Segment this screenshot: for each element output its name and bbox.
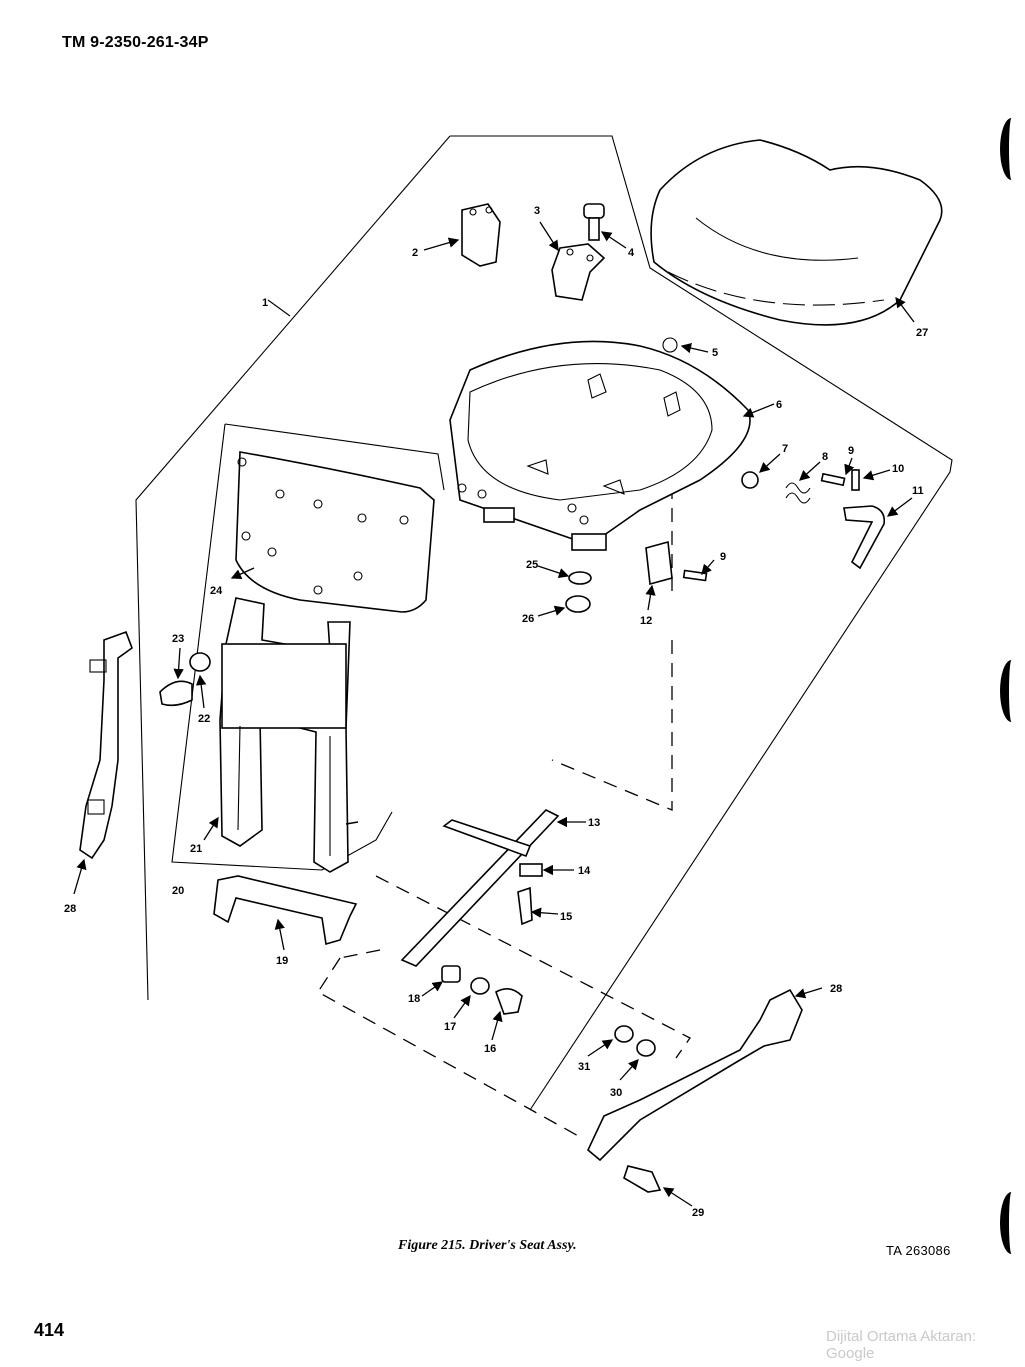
callout-arrows bbox=[73, 221, 915, 1207]
part-washer-25 bbox=[568, 571, 592, 585]
callout-7: 7 bbox=[782, 443, 788, 455]
callout-20: 20 bbox=[172, 885, 184, 897]
part-washer-17 bbox=[470, 977, 490, 995]
part-bracket-12 bbox=[645, 540, 673, 586]
callout-21: 21 bbox=[190, 843, 202, 855]
part-block-14 bbox=[519, 863, 543, 877]
part-seat-belt-28-left bbox=[79, 630, 133, 860]
callout-10: 10 bbox=[892, 463, 904, 475]
assembly-boundary-20 bbox=[224, 423, 445, 491]
part-nut-31 bbox=[614, 1025, 634, 1043]
part-back-frame-21 bbox=[219, 597, 359, 873]
part-pin-9-lower bbox=[682, 569, 708, 582]
callout-17: 17 bbox=[444, 1021, 456, 1033]
part-seat-cushion-27 bbox=[650, 139, 943, 326]
callout-1: 1 bbox=[262, 297, 268, 309]
binder-hole-mark-bottom bbox=[1000, 1192, 1023, 1254]
figure-caption: Figure 215. Driver's Seat Assy. bbox=[398, 1238, 577, 1253]
callout-13: 13 bbox=[588, 817, 600, 829]
part-washer-22 bbox=[189, 652, 211, 672]
callout-15: 15 bbox=[560, 911, 572, 923]
part-nut-26 bbox=[565, 595, 591, 613]
callout-26: 26 bbox=[522, 613, 534, 625]
callout-14: 14 bbox=[578, 865, 591, 877]
assembly-boundary-1 bbox=[450, 135, 953, 1111]
callout-24: 24 bbox=[210, 585, 223, 597]
callout-11: 11 bbox=[912, 485, 924, 497]
part-bolt-15 bbox=[517, 886, 533, 926]
callout-27: 27 bbox=[916, 327, 928, 339]
part-pin-10 bbox=[851, 469, 860, 491]
part-seat-belt-28-right bbox=[587, 988, 803, 1162]
callout-16: 16 bbox=[484, 1043, 496, 1055]
callout-18: 18 bbox=[408, 993, 420, 1005]
callout-9-upper: 9 bbox=[848, 445, 854, 457]
callout-4: 4 bbox=[628, 247, 635, 259]
page-number: 414 bbox=[34, 1320, 65, 1340]
part-knob-23 bbox=[159, 680, 193, 707]
callout-30: 30 bbox=[610, 1087, 622, 1099]
callout-12: 12 bbox=[640, 615, 652, 627]
callout-labels: 1 2 3 4 5 6 7 8 9 10 11 9 12 13 14 15 16… bbox=[64, 205, 928, 1219]
callout-6: 6 bbox=[776, 399, 782, 411]
callout-31: 31 bbox=[578, 1061, 590, 1073]
part-washer-30 bbox=[636, 1039, 656, 1057]
ta-number: TA 263086 bbox=[886, 1243, 951, 1258]
callout-9-lower: 9 bbox=[720, 551, 726, 563]
callout-23: 23 bbox=[172, 633, 184, 645]
digitization-watermark: Dijital Ortama Aktaran: Google bbox=[826, 1328, 977, 1362]
callout-28-left: 28 bbox=[64, 903, 76, 915]
callout-19: 19 bbox=[276, 955, 288, 967]
part-washer-7 bbox=[741, 471, 759, 489]
callout-28-right: 28 bbox=[830, 983, 842, 995]
callout-3: 3 bbox=[534, 205, 540, 217]
assembly-boundary-1-left bbox=[135, 135, 451, 1001]
callout-29: 29 bbox=[692, 1207, 704, 1219]
part-slide-rail-13 bbox=[400, 809, 560, 967]
binder-hole-mark-middle bbox=[1000, 660, 1023, 722]
callout-5: 5 bbox=[712, 347, 718, 359]
callout-22: 22 bbox=[198, 713, 210, 725]
part-back-cushion-24 bbox=[235, 451, 435, 613]
part-handle-11 bbox=[843, 505, 886, 570]
part-bracket-3 bbox=[551, 243, 606, 301]
part-pin-9-upper bbox=[820, 472, 846, 487]
part-bolt-29 bbox=[623, 1165, 662, 1193]
part-bolt-4 bbox=[583, 203, 605, 241]
part-bracket-2 bbox=[461, 203, 501, 267]
callout-2: 2 bbox=[412, 247, 418, 259]
document-id: TM 9-2350-261-34P bbox=[62, 34, 209, 51]
part-spacer-18 bbox=[441, 965, 461, 983]
part-seat-pan-6 bbox=[449, 337, 751, 551]
callout-25: 25 bbox=[526, 559, 538, 571]
binder-hole-mark-top bbox=[1000, 118, 1023, 180]
part-bolt-16 bbox=[495, 988, 523, 1015]
part-rail-19 bbox=[213, 875, 358, 946]
part-spring-8 bbox=[785, 482, 811, 504]
callout-8: 8 bbox=[822, 451, 828, 463]
